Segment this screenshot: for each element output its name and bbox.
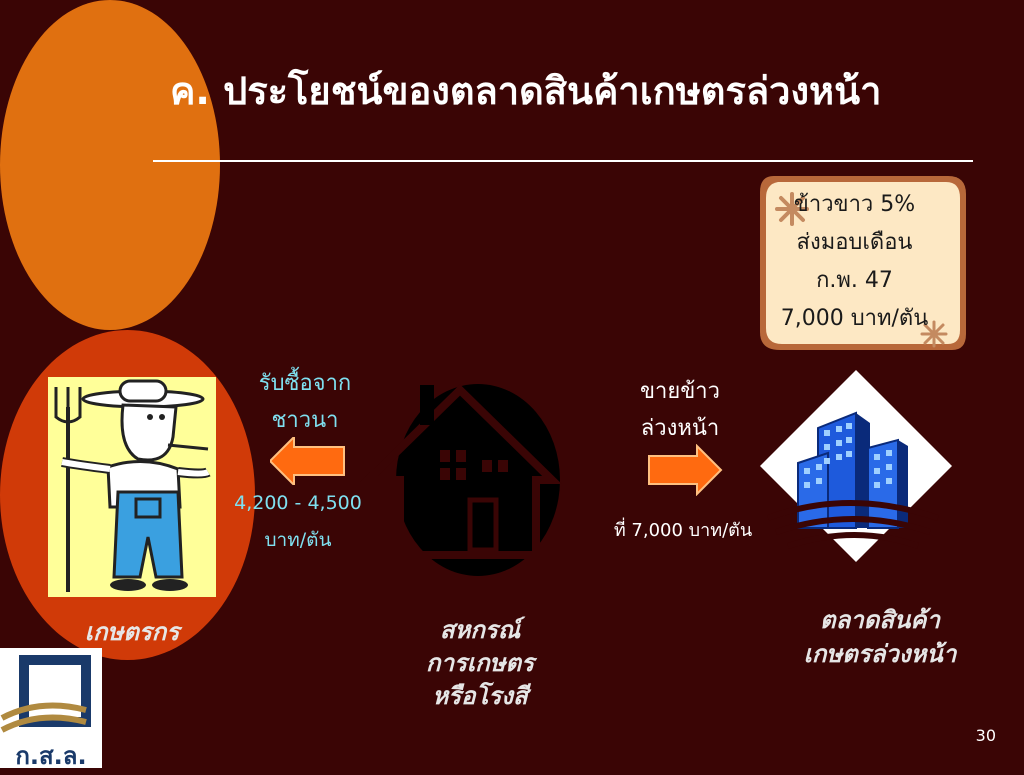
page-number: 30 [975, 726, 996, 745]
flower-icon [775, 192, 809, 226]
buy-price-line1: 4,200 - 4,500 [234, 492, 362, 514]
futures-market-building-icon [760, 370, 952, 562]
sell-arrow-icon [648, 444, 723, 496]
market-label-line1: ตลาดสินค้า [820, 606, 940, 634]
logo-emblem-icon [0, 655, 91, 733]
decorative-circle-orange [0, 0, 220, 330]
logo-text: ก.ส.ล. [15, 742, 87, 770]
buy-arrow-icon [270, 437, 345, 485]
note-line-product: ข้าวขาว 5% [793, 192, 916, 217]
price-note-card: ข้าวขาว 5% ส่งมอบเดือน ก.พ. 47 7,000 บาท… [752, 172, 972, 354]
note-line-month: ก.พ. 47 [816, 268, 893, 293]
cooperative-house-icon [360, 384, 562, 576]
organization-logo: ก.ส.ล. [0, 648, 102, 770]
farmer-illustration [48, 377, 216, 597]
note-line-price: 7,000 บาท/ตัน [780, 306, 929, 331]
cooperative-label-line2: การเกษตร [426, 649, 534, 677]
sell-price: ที่ 7,000 บาท/ตัน [613, 520, 753, 541]
farmer-icon [54, 379, 211, 592]
note-scroll-shape [760, 176, 966, 350]
cooperative-label-line3: หรือโรงสี [432, 682, 528, 710]
sell-label-line2: ล่วงหน้า [640, 416, 720, 441]
market-label-line2: เกษตรล่วงหน้า [803, 640, 957, 668]
sell-label-line1: ขายข้าว [639, 379, 721, 404]
buy-price-line2: บาท/ตัน [264, 529, 332, 551]
buy-label-line1: รับซื้อจาก [258, 371, 352, 396]
note-text-block: ข้าวขาว 5% ส่งมอบเดือน ก.พ. 47 7,000 บาท… [752, 186, 957, 338]
title-divider [153, 160, 973, 162]
flower-icon-small [920, 320, 948, 348]
farmer-label: เกษตรกร [84, 618, 180, 646]
note-line-delivery: ส่งมอบเดือน [796, 230, 913, 255]
buy-label-line2: ชาวนา [271, 408, 339, 433]
cooperative-label-line1: สหกรณ์ [439, 616, 521, 644]
slide-title: ค. ประโยชน์ของตลาดสินค้าเกษตรล่วงหน้า [170, 69, 882, 113]
